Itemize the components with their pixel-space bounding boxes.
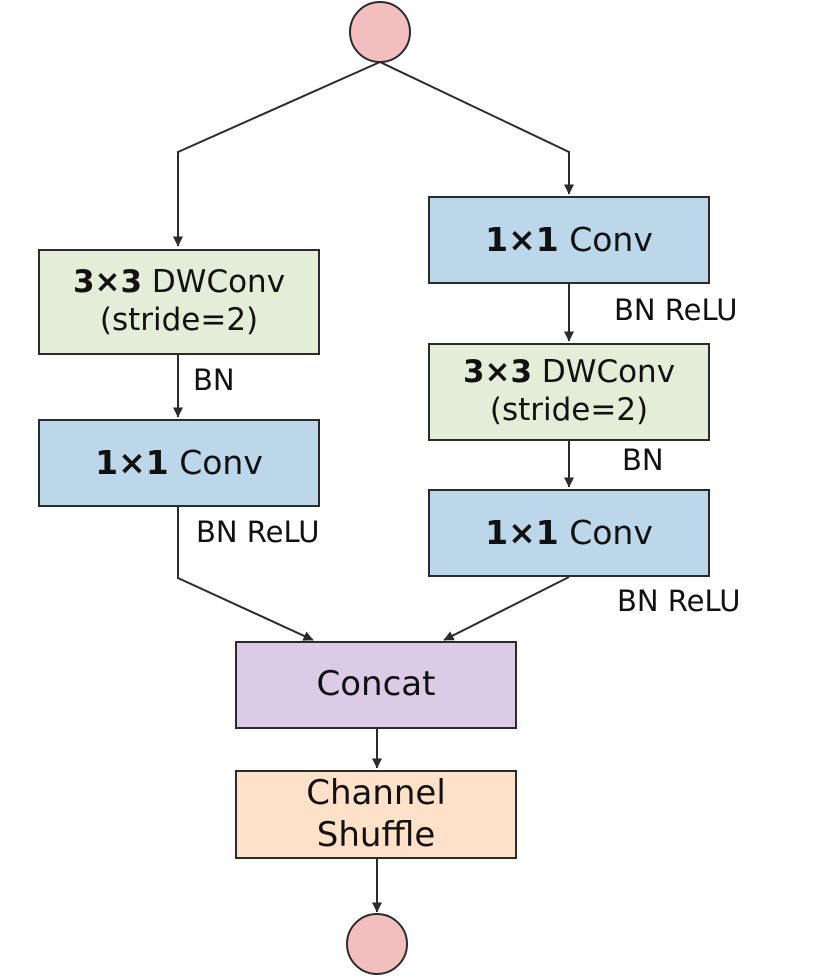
right-conv1-bn-relu-label: BN ReLU xyxy=(614,293,738,327)
concat-label: Concat xyxy=(316,664,436,705)
right-dwconv-block: 3×3 DWConv (stride=2) xyxy=(428,343,710,441)
left-dwconv-bn-label: BN xyxy=(193,363,235,397)
left-conv-op: Conv xyxy=(168,442,263,482)
left-conv-block: 1×1 Conv xyxy=(38,419,320,507)
channel-shuffle-line2: Shuffle xyxy=(316,814,436,855)
left-dwconv-kernel: 3×3 xyxy=(72,264,143,301)
edge-right-conv-to-concat xyxy=(443,576,570,641)
left-dwconv-block: 3×3 DWConv (stride=2) xyxy=(38,249,320,355)
left-conv-kernel: 1×1 xyxy=(95,442,169,482)
edge-input-to-left-dwconv xyxy=(173,61,381,247)
input-node xyxy=(349,1,411,63)
right-conv1-op: Conv xyxy=(558,219,653,259)
left-conv-bn-relu-label: BN ReLU xyxy=(196,515,320,549)
output-node xyxy=(346,913,408,975)
right-conv1-kernel: 1×1 xyxy=(485,219,559,259)
edge-left-conv-to-concat xyxy=(177,506,314,641)
right-conv1-block: 1×1 Conv xyxy=(428,196,710,284)
concat-block: Concat xyxy=(235,641,517,729)
left-dwconv-stride: (stride=2) xyxy=(99,302,259,338)
right-conv2-bn-relu-label: BN ReLU xyxy=(617,584,741,618)
right-dwconv-stride: (stride=2) xyxy=(489,392,649,428)
channel-shuffle-line1: Channel xyxy=(306,773,446,814)
right-conv2-kernel: 1×1 xyxy=(485,512,559,552)
right-dwconv-kernel: 3×3 xyxy=(462,354,533,391)
right-dwconv-bn-label: BN xyxy=(622,443,664,477)
right-conv2-block: 1×1 Conv xyxy=(428,489,710,577)
channel-shuffle-block: Channel Shuffle xyxy=(235,770,517,859)
right-dwconv-op: DWConv xyxy=(532,354,676,391)
right-conv2-op: Conv xyxy=(558,512,653,552)
left-dwconv-op: DWConv xyxy=(142,264,286,301)
edge-input-to-right-conv xyxy=(379,61,574,195)
